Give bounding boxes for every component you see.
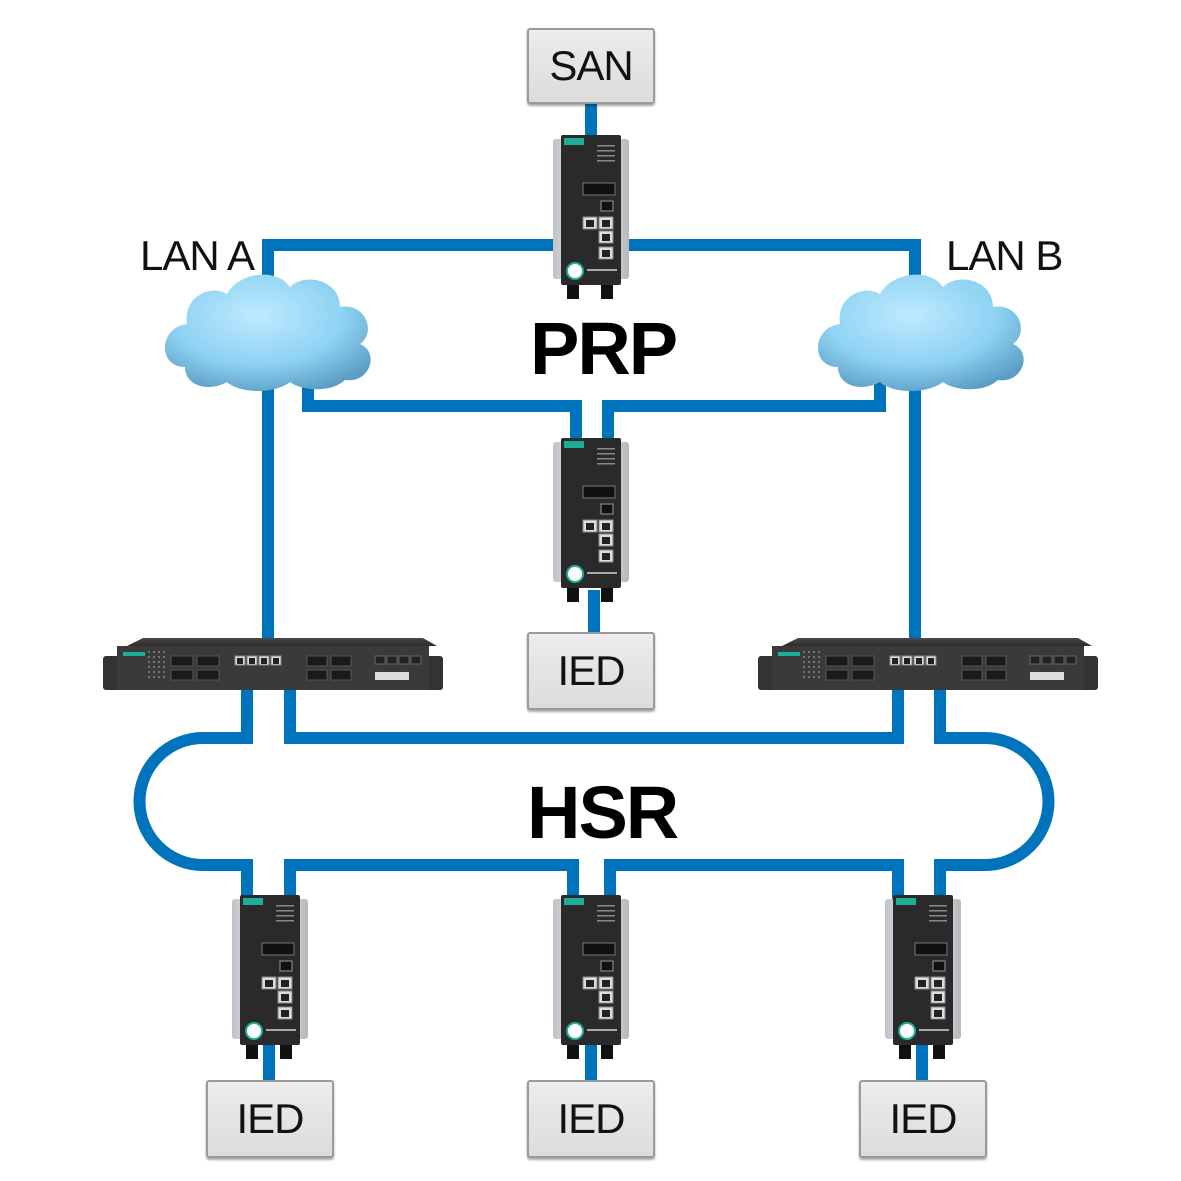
moxa-logo-icon [564,138,584,145]
moxa-logo-icon [896,898,916,905]
prp-hsr-badge-icon [566,1022,584,1040]
ied-hsr-node-1[interactable]: IED [206,1080,334,1158]
prp-hsr-badge-icon [898,1022,916,1040]
rack-switch-right[interactable] [758,636,1098,694]
prp-hsr-badge-icon [566,565,584,583]
ied-hsr-node-2[interactable]: IED [527,1080,655,1158]
hsr-ring-right-arc [934,690,1055,900]
link-lan-b-ied-redbox [602,375,886,445]
ied-hsr-label-1: IED [236,1095,304,1142]
lan-a-label: LAN A [140,232,255,279]
moxa-logo-icon [564,898,584,905]
hsr-ring-bottom-left [284,859,579,900]
link-lan-a-ied-redbox [302,375,582,445]
moxa-logo-icon [778,652,800,656]
redbox-san[interactable] [553,135,629,300]
cloud-lan-b [817,274,1024,391]
hsr-ring-left-arc [133,690,253,900]
link-redbox-lan-a [262,239,560,640]
rack-switch-left[interactable] [103,636,443,694]
moxa-logo-icon [123,652,145,656]
san-node[interactable]: SAN [527,28,655,104]
link-redbox-lan-b [622,239,921,640]
hsr-title: HSR [527,771,679,854]
redbox-hsr-2[interactable] [553,895,629,1060]
redbox-hsr-3[interactable] [885,895,961,1060]
ied-hsr-node-3[interactable]: IED [859,1080,987,1158]
ied-prp-label: IED [557,647,625,694]
hsr-ring-bottom-right [604,859,904,900]
moxa-logo-icon [564,441,584,448]
ied-hsr-label-3: IED [889,1095,957,1142]
prp-hsr-badge-icon [566,262,584,280]
redbox-hsr-1[interactable] [232,895,308,1060]
prp-title: PRP [530,307,678,390]
prp-hsr-badge-icon [245,1022,263,1040]
cloud-lan-a [164,274,371,391]
ied-hsr-label-2: IED [557,1095,625,1142]
san-label: SAN [549,42,633,89]
redbox-ied-prp[interactable] [553,438,629,603]
ied-prp-node[interactable]: IED [527,632,655,710]
lan-b-label: LAN B [946,232,1063,279]
moxa-logo-icon [243,898,263,905]
hsr-ring-top-span [284,690,904,744]
